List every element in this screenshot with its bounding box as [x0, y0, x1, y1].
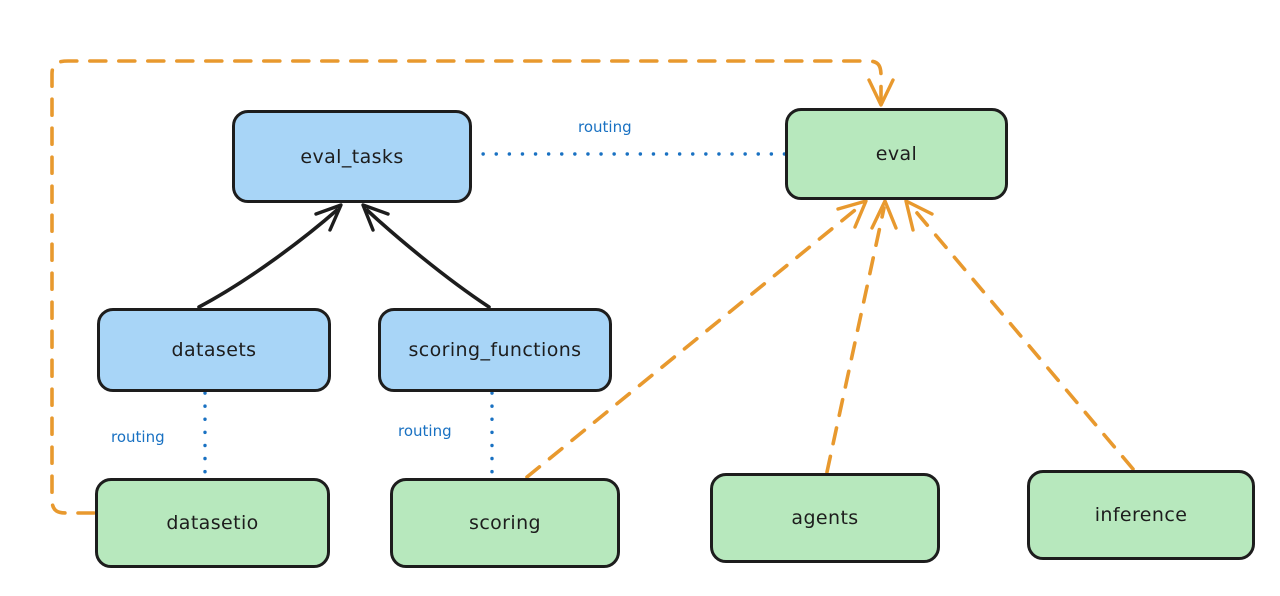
node-label-eval-tasks: eval_tasks: [300, 145, 404, 168]
node-label-inference: inference: [1094, 504, 1188, 526]
edge-label-routing-scoring-functions: routing: [398, 422, 452, 440]
node-label-datasets: datasets: [171, 339, 257, 361]
edge-label-routing-datasets: routing: [111, 428, 165, 446]
node-label-eval: eval: [875, 143, 918, 165]
node-datasetio[interactable]: datasetio: [95, 478, 330, 568]
node-eval[interactable]: eval: [785, 108, 1008, 200]
edge-agents-to-eval: [825, 199, 898, 474]
node-eval-tasks[interactable]: eval_tasks: [232, 110, 472, 203]
node-label-scoring: scoring: [469, 512, 541, 534]
node-label-agents: agents: [791, 507, 859, 529]
edge-inference-to-eval: [904, 199, 1135, 471]
edge-datasets-to-eval_tasks: [197, 203, 343, 309]
node-label-scoring-functions: scoring_functions: [408, 339, 582, 361]
node-label-datasetio: datasetio: [166, 512, 259, 534]
node-scoring[interactable]: scoring: [390, 478, 620, 568]
node-scoring-functions[interactable]: scoring_functions: [378, 308, 612, 392]
node-inference[interactable]: inference: [1027, 470, 1255, 560]
edge-datasetio-to-eval: [50, 59, 895, 515]
node-datasets[interactable]: datasets: [97, 308, 331, 392]
edge-scoring_functions-to-eval_tasks: [361, 203, 491, 309]
node-agents[interactable]: agents: [710, 473, 940, 563]
edge-label-routing-eval-tasks: routing: [578, 118, 632, 136]
